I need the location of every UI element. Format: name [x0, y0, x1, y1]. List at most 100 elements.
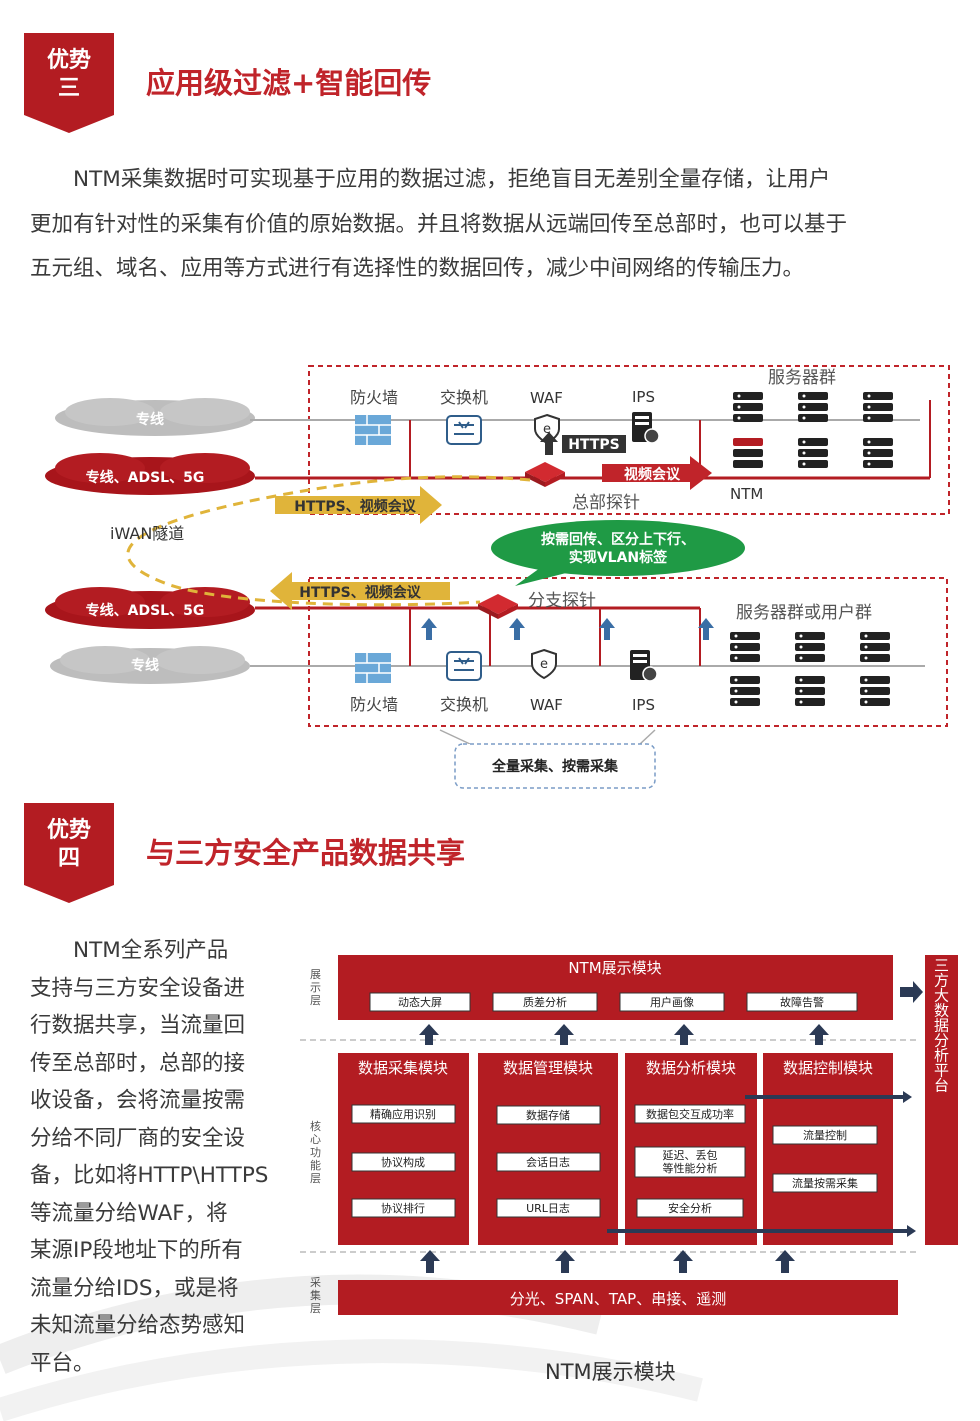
- section4-title: 与三方安全产品数据共享: [146, 836, 466, 870]
- ntm-server-icon: [733, 438, 763, 468]
- gold-arrow-left-label: HTTPS、视频会议: [299, 584, 421, 601]
- para-line: 等流量分给WAF，将: [30, 1200, 228, 1226]
- module-item: 等性能分析: [663, 1161, 718, 1175]
- third-party-label: 三方大数据分析平台: [932, 958, 950, 1093]
- badge-line1: 优势: [46, 818, 91, 843]
- para-line: 更加有针对性的采集有价值的原始数据。并且将数据从远端回传至总部时，也可以基于: [30, 211, 848, 237]
- server-icon: [860, 676, 890, 706]
- branch-probe-icon: [478, 594, 518, 619]
- server-icon: [730, 676, 760, 706]
- gold-arrow-right: [275, 486, 442, 524]
- para-line: 收设备，会将流量按需: [30, 1088, 246, 1113]
- green-callout: [491, 520, 745, 576]
- module-title: 数据分析模块: [646, 1059, 736, 1077]
- para-line: NTM采集数据时可实现基于应用的数据过滤，拒绝盲目无差别全量存储，让用户: [73, 167, 831, 192]
- module-item: 协议排行: [381, 1201, 425, 1215]
- badge-line2: 三: [57, 76, 80, 101]
- para-line: 传至总部时，总部的接: [30, 1050, 246, 1076]
- right-arrow-icon: [607, 1225, 916, 1237]
- display-module-title: NTM展示模块: [568, 959, 661, 977]
- callout-line1: 按需回传、区分上下行、: [541, 531, 695, 548]
- para-line: 五元组、域名、应用等方式进行有选择性的数据回传，减少中间网络的传输压力。: [30, 256, 805, 281]
- para-line: 备，比如将HTTP\HTTPS: [30, 1163, 269, 1188]
- para-line: 支持与三方安全设备进: [30, 975, 246, 1001]
- section3-paragraph: NTM采集数据时可实现基于应用的数据过滤，拒绝盲目无差别全量存储，让用户 更加有…: [30, 158, 952, 292]
- collect-bar: [338, 1280, 898, 1315]
- module-item: 会话日志: [526, 1156, 570, 1169]
- branch-probe-label: 分支探针: [528, 591, 596, 611]
- cloud-bot1-label: 专线、ADSL、5G: [86, 602, 205, 619]
- cloud-bot2-label: 专线: [131, 657, 159, 674]
- third-party-bar: [925, 955, 958, 1245]
- layer-label-display-v: 展示层: [310, 968, 321, 1007]
- hq-frame: [308, 365, 950, 515]
- firewall-icon: [354, 414, 392, 446]
- badge-line1: 优势: [46, 48, 91, 73]
- collect-box: [454, 743, 656, 789]
- firewall-icon: [354, 652, 392, 684]
- display-item: 动态大屏: [398, 995, 442, 1009]
- https-tag-label: HTTPS: [568, 437, 619, 453]
- display-item: 故障告警: [780, 995, 824, 1009]
- collect-bar-label: 分光、SPAN、TAP、串接、遥测: [510, 1290, 726, 1308]
- para-line: 某源IP段地址下的所有: [30, 1238, 243, 1263]
- upload-arrows: [421, 618, 714, 640]
- branch-frame: [308, 577, 948, 727]
- up-arrows-core: [419, 1024, 829, 1045]
- server-icon: [860, 632, 890, 662]
- switch-label: 交换机: [440, 388, 488, 407]
- video-meeting-label: 视频会议: [624, 466, 681, 483]
- switch-label: 交换机: [440, 695, 488, 714]
- up-arrows-collect: [420, 1250, 795, 1273]
- firewall-label: 防火墙: [350, 388, 398, 407]
- waf-shield-icon: [531, 649, 557, 679]
- server-group-label: 服务器群: [768, 368, 836, 388]
- cloud-top2-label: 专线、ADSL、5G: [86, 469, 205, 486]
- up-arrow-icon: [540, 432, 558, 455]
- module-title: 数据控制模块: [783, 1059, 873, 1077]
- module-title: 数据管理模块: [503, 1059, 593, 1077]
- ips-icon: [631, 411, 660, 444]
- module-control: [763, 1053, 893, 1245]
- section4-badge: 优势 四: [24, 803, 114, 903]
- iwan-label: iWAN隧道: [110, 524, 184, 543]
- module-item: URL日志: [526, 1202, 570, 1215]
- section4-paragraph: NTM全系列产品 支持与三方安全设备进 行数据共享，当流量回 传至总部时，总部的…: [30, 932, 270, 1382]
- module-item: 流量控制: [803, 1128, 847, 1142]
- section3-title: 应用级过滤+智能回传: [146, 66, 432, 100]
- para-line: NTM全系列产品: [73, 938, 229, 963]
- firewall-label: 防火墙: [350, 695, 398, 714]
- ntm-label: NTM: [730, 485, 763, 503]
- iwan-tunnel: [126, 475, 531, 607]
- server-user-group-label: 服务器群或用户群: [736, 603, 872, 623]
- server-icon: [798, 392, 828, 422]
- server-icon: [863, 438, 893, 468]
- para-line: 未知流量分给态势感知: [30, 1313, 246, 1338]
- video-meeting-arrow: [602, 456, 712, 490]
- server-icon: [733, 392, 763, 422]
- server-icon: [730, 632, 760, 662]
- https-tag: [562, 435, 626, 453]
- server-icon: [795, 632, 825, 662]
- display-items: 动态大屏 质差分析 用户画像 故障告警: [369, 992, 858, 1012]
- para-line: 行数据共享，当流量回: [30, 1013, 246, 1038]
- badge-line2: 四: [57, 846, 80, 871]
- right-arrow-icon: [745, 1091, 912, 1103]
- hq-probe-icon: [525, 462, 565, 487]
- module-item: 安全分析: [668, 1201, 712, 1215]
- module-item: 数据存储: [526, 1108, 570, 1122]
- waf-label: WAF: [530, 389, 563, 407]
- module-diagram: 展示层 NTM展示模块 动态大屏 质差分析 用户画像 故障告警 数据采集模块 数…: [300, 955, 958, 1315]
- server-icon: [863, 392, 893, 422]
- para-line: 平台。: [30, 1350, 95, 1376]
- server-icon: [798, 438, 828, 468]
- module-item: 协议构成: [381, 1155, 425, 1169]
- ips-label: IPS: [632, 388, 655, 406]
- collect-label: 全量采集、按需采集: [491, 758, 619, 775]
- display-item: 用户画像: [650, 995, 694, 1009]
- waf-label: WAF: [530, 696, 563, 714]
- callout-line2: 实现VLAN标签: [569, 549, 668, 566]
- right-arrow-icon: [900, 981, 923, 1003]
- ips-label: IPS: [632, 696, 655, 714]
- module-item: 流量按需采集: [792, 1176, 858, 1190]
